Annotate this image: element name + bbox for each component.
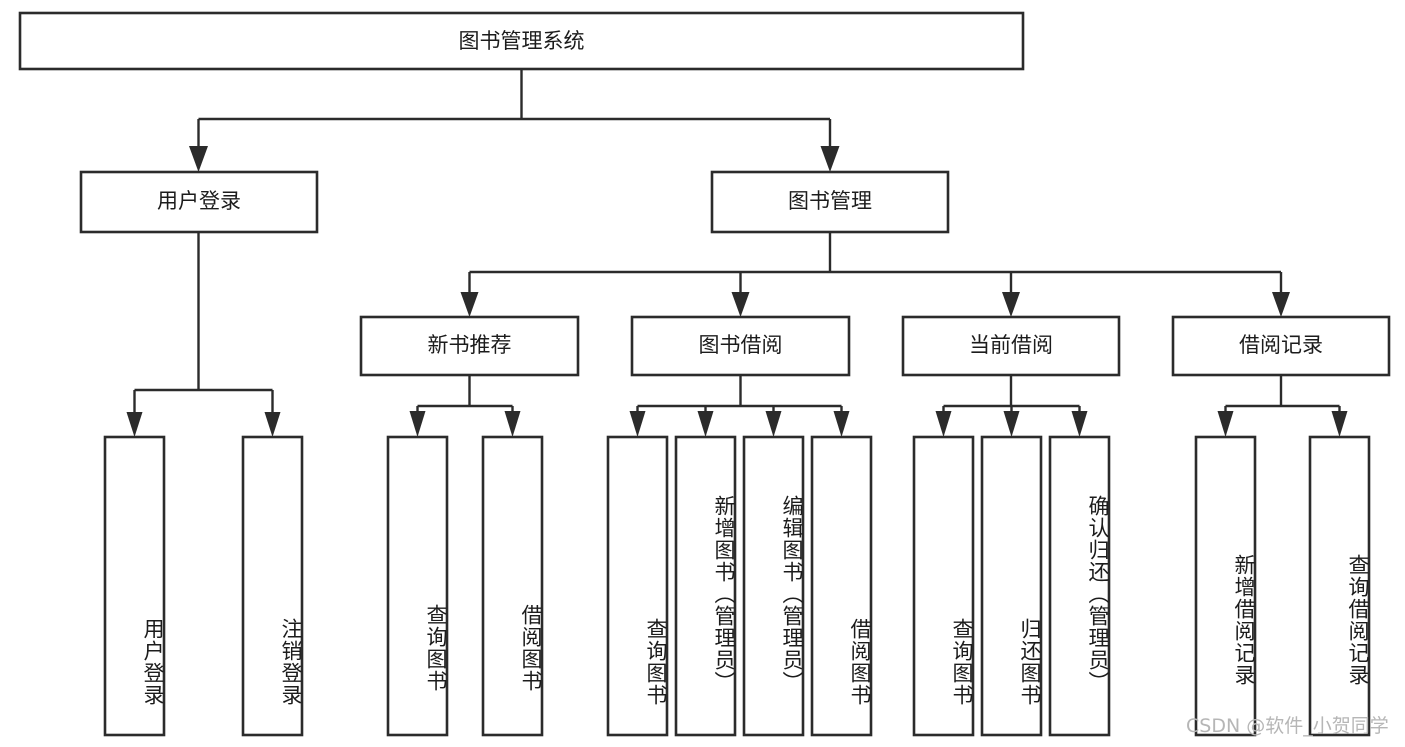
connector-group-borrow-record (1217, 375, 1348, 437)
node-user-login-rect[interactable] (79, 170, 319, 234)
leaf-rect-confirm-return-admin[interactable] (1048, 435, 1111, 737)
leaf-rect-borrow-book-rec[interactable] (481, 435, 544, 737)
node-new-book-recommend[interactable]: 新书推荐 (359, 315, 580, 377)
arrowhead-root-to-user-login (189, 146, 208, 172)
leaf-rect-logout[interactable] (241, 435, 304, 737)
connector-group-user-login (126, 232, 281, 437)
leaf-rect-query-borrow-record[interactable] (1308, 435, 1371, 737)
node-book-management[interactable]: 图书管理 (710, 170, 950, 234)
arrowhead-bookborrow-leaf2 (697, 411, 714, 437)
arrowhead-bookborrow-leaf3 (765, 411, 782, 437)
arrowhead-currentborrow-leaf2 (1003, 411, 1020, 437)
leaf-rect-return-book[interactable] (980, 435, 1043, 737)
node-root-label: 图书管理系统 (459, 29, 585, 53)
connector-group-book-mgmt (460, 232, 1290, 317)
node-root[interactable]: 图书管理系统 (18, 11, 1025, 71)
node-user-login-label: 用户登录 (157, 189, 241, 213)
node-new-book-recommend-label: 新书推荐 (428, 333, 512, 357)
connector-group-current-borrow (935, 375, 1088, 437)
arrowhead-borrowrecord-leaf2 (1331, 411, 1348, 437)
leaf-rect-borrow-book[interactable] (810, 435, 873, 737)
leaf-rect-edit-book-admin[interactable] (742, 435, 805, 737)
leaf-rect-add-book-admin[interactable] (674, 435, 737, 737)
connector-group-book-borrow (629, 375, 850, 437)
node-new-book-recommend-rect[interactable] (359, 315, 580, 377)
arrowhead-bookborrow-leaf1 (629, 411, 646, 437)
node-borrow-record-label: 借阅记录 (1239, 333, 1323, 357)
leaf-rect-user-login[interactable] (103, 435, 166, 737)
arrowhead-newbook-leaf2 (504, 411, 521, 437)
arrowhead-currentborrow-leaf1 (935, 411, 952, 437)
node-book-management-label: 图书管理 (788, 189, 872, 213)
node-user-login[interactable]: 用户登录 (79, 170, 319, 234)
arrowhead-userlogin-leaf1 (126, 412, 143, 437)
leaf-rect-add-borrow-record[interactable] (1194, 435, 1257, 737)
node-borrow-record-rect[interactable] (1171, 315, 1391, 377)
node-current-borrow[interactable]: 当前借阅 (901, 315, 1121, 377)
node-root-rect[interactable] (18, 11, 1025, 71)
leaf-rect-query-book-rec[interactable] (386, 435, 449, 737)
node-borrow-record[interactable]: 借阅记录 (1171, 315, 1391, 377)
node-current-borrow-label: 当前借阅 (969, 333, 1053, 357)
leaf-rect-query-book-borrow[interactable] (606, 435, 669, 737)
node-current-borrow-rect[interactable] (901, 315, 1121, 377)
csdn-watermark: CSDN @软件_小贺同学 (1186, 715, 1389, 737)
arrowhead-bookborrow-leaf4 (833, 411, 850, 437)
arrowhead-bookmgmt-c1 (460, 292, 479, 317)
node-book-management-rect[interactable] (710, 170, 950, 234)
arrowhead-borrowrecord-leaf1 (1217, 411, 1234, 437)
arrowhead-bookmgmt-c3 (1002, 292, 1020, 317)
node-book-borrow[interactable]: 图书借阅 (630, 315, 851, 377)
arrowhead-bookmgmt-c2 (731, 292, 750, 317)
connector-group-root (189, 69, 840, 172)
arrowhead-root-to-book-mgmt (820, 146, 840, 172)
node-book-borrow-label: 图书借阅 (699, 333, 783, 357)
arrowhead-currentborrow-leaf3 (1071, 411, 1088, 437)
connector-group-new-book-rec (409, 375, 521, 437)
leaf-rect-query-book-current[interactable] (912, 435, 975, 737)
arrowhead-newbook-leaf1 (409, 411, 426, 437)
leaf-node-rects (103, 435, 1371, 737)
node-book-borrow-rect[interactable] (630, 315, 851, 377)
arrowhead-userlogin-leaf2 (264, 412, 281, 437)
arrowhead-bookmgmt-c4 (1272, 292, 1290, 317)
